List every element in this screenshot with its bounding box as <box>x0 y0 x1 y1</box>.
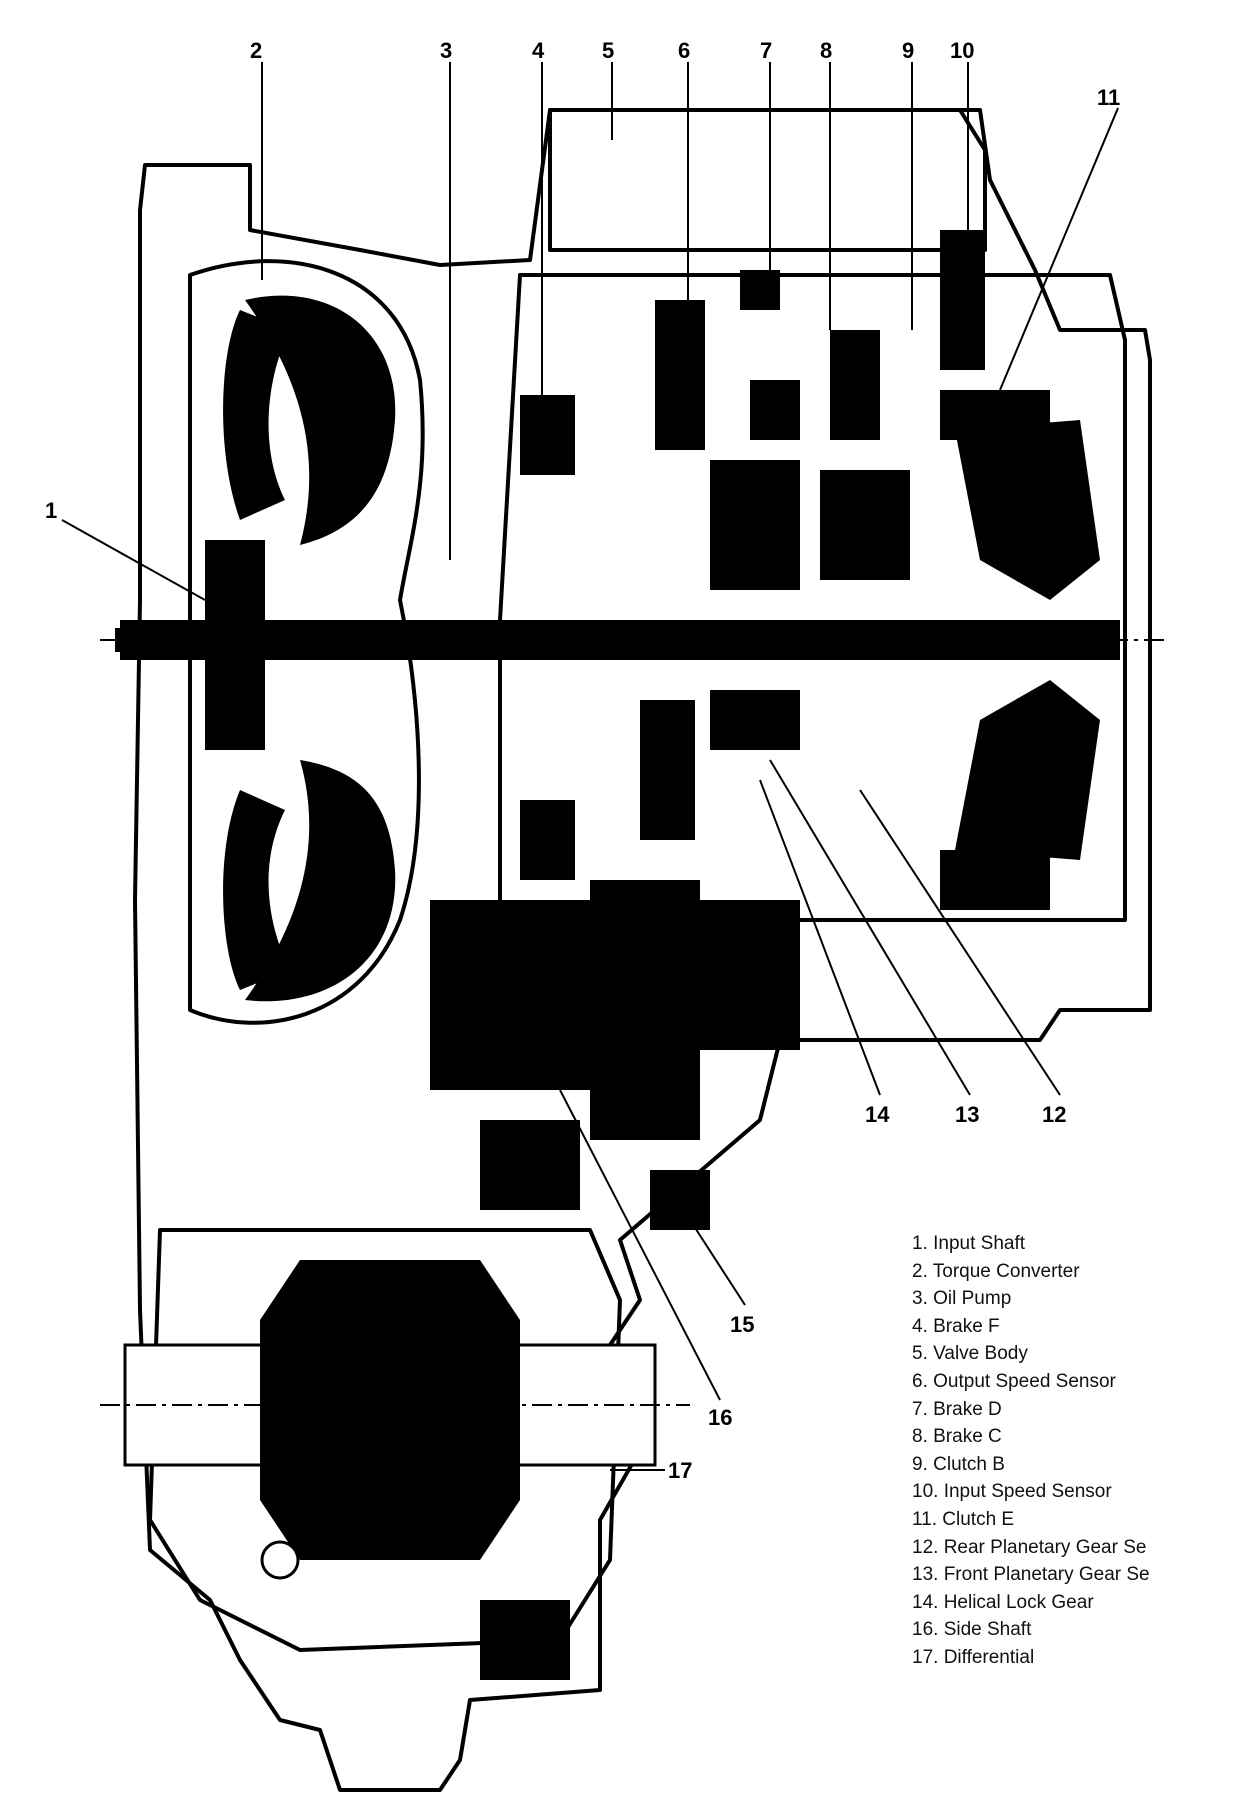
legend-item: 1. Input Shaft <box>912 1233 1026 1254</box>
clutch-e-pack-lower <box>940 850 1050 910</box>
differential-pinion <box>360 1280 430 1540</box>
legend-item: 7. Brake D <box>912 1398 1002 1420</box>
leader-13 <box>769 759 971 1096</box>
legend-item: 5. Valve Body <box>912 1343 1028 1365</box>
front-planetary-upper <box>710 460 800 590</box>
leader-11 <box>999 107 1119 391</box>
clutch-e-drum <box>955 420 1100 600</box>
transfer-driven-gear <box>590 880 700 1140</box>
callout-12: 12 <box>1042 1102 1066 1127</box>
clutch-e-drum-lower <box>955 680 1100 860</box>
shaft-nose <box>115 628 145 652</box>
leader-12 <box>859 789 1061 1096</box>
legend-item: 10. Input Speed Sensor <box>912 1481 1112 1503</box>
callout-11: 11 <box>1097 85 1120 110</box>
legend-item: 3. Oil Pump <box>912 1288 1012 1310</box>
brake-f-pack-lower <box>520 800 575 880</box>
callout-7: 7 <box>760 38 772 63</box>
side-shaft-gear <box>480 1120 580 1210</box>
brake-d-pack <box>750 380 800 440</box>
converter-turbine-upper <box>245 295 396 545</box>
legend-item: 11. Clutch E <box>912 1508 1015 1530</box>
legend-item: 13. Front Planetary Gear Se <box>912 1564 1150 1586</box>
callout-9: 9 <box>902 38 914 63</box>
legend-item: 14. Helical Lock Gear <box>912 1591 1094 1613</box>
planetary-lower <box>710 690 800 750</box>
converter-turbine-lower <box>245 760 396 1002</box>
callout-10: 10 <box>950 38 974 63</box>
callout-14: 14 <box>865 1102 890 1127</box>
converter-hub <box>205 540 265 620</box>
converter-housing <box>188 259 425 1025</box>
legend-item: 6. Output Speed Sensor <box>912 1370 1116 1392</box>
legend-item: 17. Differential <box>912 1646 1035 1668</box>
brake-c-pack <box>830 330 880 440</box>
input-speed-sensor-block <box>940 230 985 370</box>
callout-15: 15 <box>730 1312 754 1337</box>
output-gear-15 <box>650 1170 710 1230</box>
transfer-idler <box>700 900 800 1050</box>
rear-planetary-upper <box>820 470 910 580</box>
output-speed-sensor <box>740 270 780 310</box>
bearing-plug <box>260 1540 300 1580</box>
callout-8: 8 <box>820 38 832 63</box>
brake-f-pack <box>520 395 575 475</box>
helical-lock-gear <box>640 700 695 840</box>
leader-14 <box>759 779 881 1096</box>
callout-3: 3 <box>440 38 452 63</box>
callout-16: 16 <box>708 1405 732 1430</box>
callout-13: 13 <box>955 1102 979 1127</box>
callout-6: 6 <box>678 38 690 63</box>
callout-5: 5 <box>602 38 614 63</box>
legend-item: 8. Brake C <box>912 1426 1002 1448</box>
callout-17: 17 <box>668 1458 692 1483</box>
valve-body-block <box>655 300 705 450</box>
legend-item: 4. Brake F <box>912 1315 1000 1337</box>
converter-impeller-lower <box>223 790 290 990</box>
ring-gear <box>480 1600 570 1680</box>
transfer-drive-gear <box>430 900 590 1090</box>
callout-4: 4 <box>532 38 545 63</box>
leader-16 <box>559 1089 721 1401</box>
converter-impeller-upper <box>223 310 290 520</box>
legend-item: 16. Side Shaft <box>912 1619 1032 1641</box>
leader-1 <box>61 519 206 601</box>
valve-body-cover <box>548 108 987 252</box>
callout-2: 2 <box>250 38 262 63</box>
converter-hub-lower <box>205 660 265 750</box>
callout-1: 1 <box>45 498 57 523</box>
legend-item: 12. Rear Planetary Gear Se <box>912 1536 1147 1558</box>
legend-item: 2. Torque Converter <box>912 1260 1080 1282</box>
legend-item: 9. Clutch B <box>912 1453 1005 1475</box>
component-legend: 1. Input Shaft 2. Torque Converter 3. Oi… <box>912 1230 1242 1672</box>
leader-15 <box>689 1219 746 1306</box>
